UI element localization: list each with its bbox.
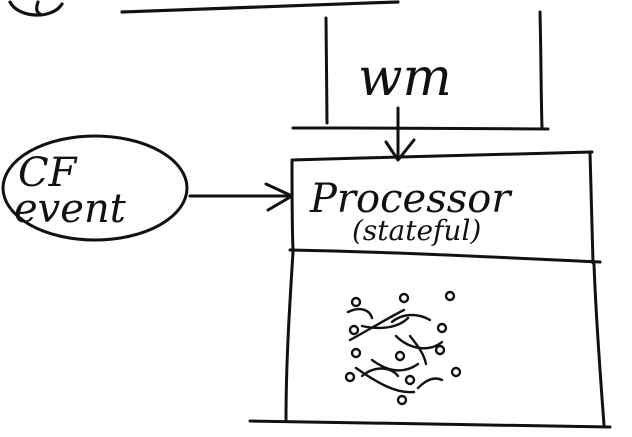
- network-node: [398, 292, 410, 304]
- network-edge: [354, 366, 416, 394]
- cf-event-label-line2: event: [14, 186, 127, 232]
- wm-label: wm: [358, 48, 452, 108]
- state-box: [248, 250, 612, 429]
- state-network: [344, 290, 462, 406]
- cf-event-label-line1: CF: [18, 150, 78, 196]
- network-edge: [408, 334, 428, 366]
- processor-box: [288, 150, 602, 265]
- network-node: [444, 290, 456, 302]
- network-edge: [370, 358, 420, 372]
- cf-event-to-processor-arrow: [188, 182, 294, 212]
- network-node: [450, 366, 462, 378]
- network-edge: [416, 377, 444, 390]
- network-node: [348, 324, 360, 336]
- processor-sublabel: (stateful): [352, 214, 481, 247]
- network-edge: [346, 307, 374, 320]
- network-node: [344, 371, 356, 383]
- processor-label: Processor: [309, 176, 513, 222]
- network-node: [436, 322, 448, 334]
- network-node: [396, 394, 408, 406]
- network-node: [404, 374, 416, 386]
- network-edge: [390, 313, 432, 324]
- network-node: [394, 350, 406, 362]
- network-node: [350, 296, 362, 308]
- network-edge: [360, 316, 410, 330]
- network-node: [434, 344, 446, 356]
- network-node: [350, 347, 362, 359]
- top-partial-marks: [8, 0, 400, 17]
- wm-to-processor-arrow: [384, 106, 416, 162]
- cf-event-node: [1, 134, 189, 242]
- wm-box: [291, 10, 550, 131]
- network-edge: [348, 308, 406, 342]
